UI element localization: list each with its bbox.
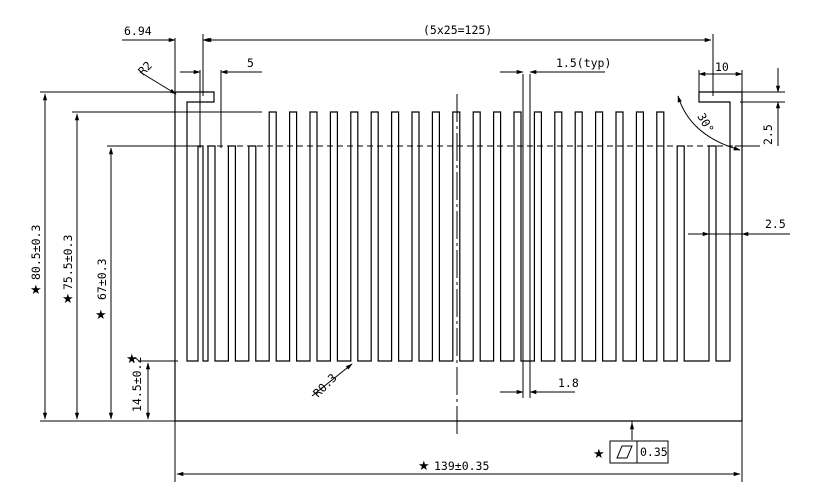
dim-inner-height: 67±0.3 — [95, 258, 109, 300]
critical-marker-overall-height: ★ — [30, 283, 42, 298]
dim-right-lip: 10 — [715, 60, 729, 74]
flatness-icon — [616, 445, 633, 459]
flatness-frame — [609, 440, 669, 464]
dim-corner-radius: R2 — [135, 58, 155, 78]
dim-slot-width: 5 — [247, 56, 254, 70]
critical-marker-inner-height: ★ — [95, 308, 107, 323]
dim-fin-thickness: 1.5(typ) — [556, 56, 611, 70]
dimension-lines — [42, 37, 790, 477]
dim-flatness-value: 0.35 — [640, 445, 668, 459]
dim-side-wall: 2.5 — [765, 217, 786, 231]
dim-fin-base: 1.8 — [558, 376, 579, 390]
dim-pitch-total: (5x25=125) — [423, 23, 492, 37]
critical-marker-overall-width: ★ — [418, 459, 430, 474]
critical-marker-base-height: ★ — [126, 352, 138, 367]
extension-lines — [40, 34, 790, 482]
dim-fin-height: 75.5±0.3 — [61, 235, 75, 290]
critical-marker-fin-height: ★ — [62, 292, 74, 307]
dim-lip-height: 2.5 — [761, 124, 775, 145]
dim-root-radius: R0.3 — [310, 371, 340, 401]
heatsink-profile — [174, 91, 743, 422]
dim-angle: 30° — [694, 111, 717, 136]
dim-overall-height: 80.5±0.3 — [29, 225, 43, 280]
dim-top-offset: 6.94 — [124, 24, 152, 38]
dim-base-height: 14.5±0.2 — [130, 357, 144, 412]
critical-marker-flatness: ★ — [593, 447, 605, 462]
dim-overall-width: 139±0.35 — [434, 459, 489, 473]
profile-outline — [174, 91, 743, 422]
